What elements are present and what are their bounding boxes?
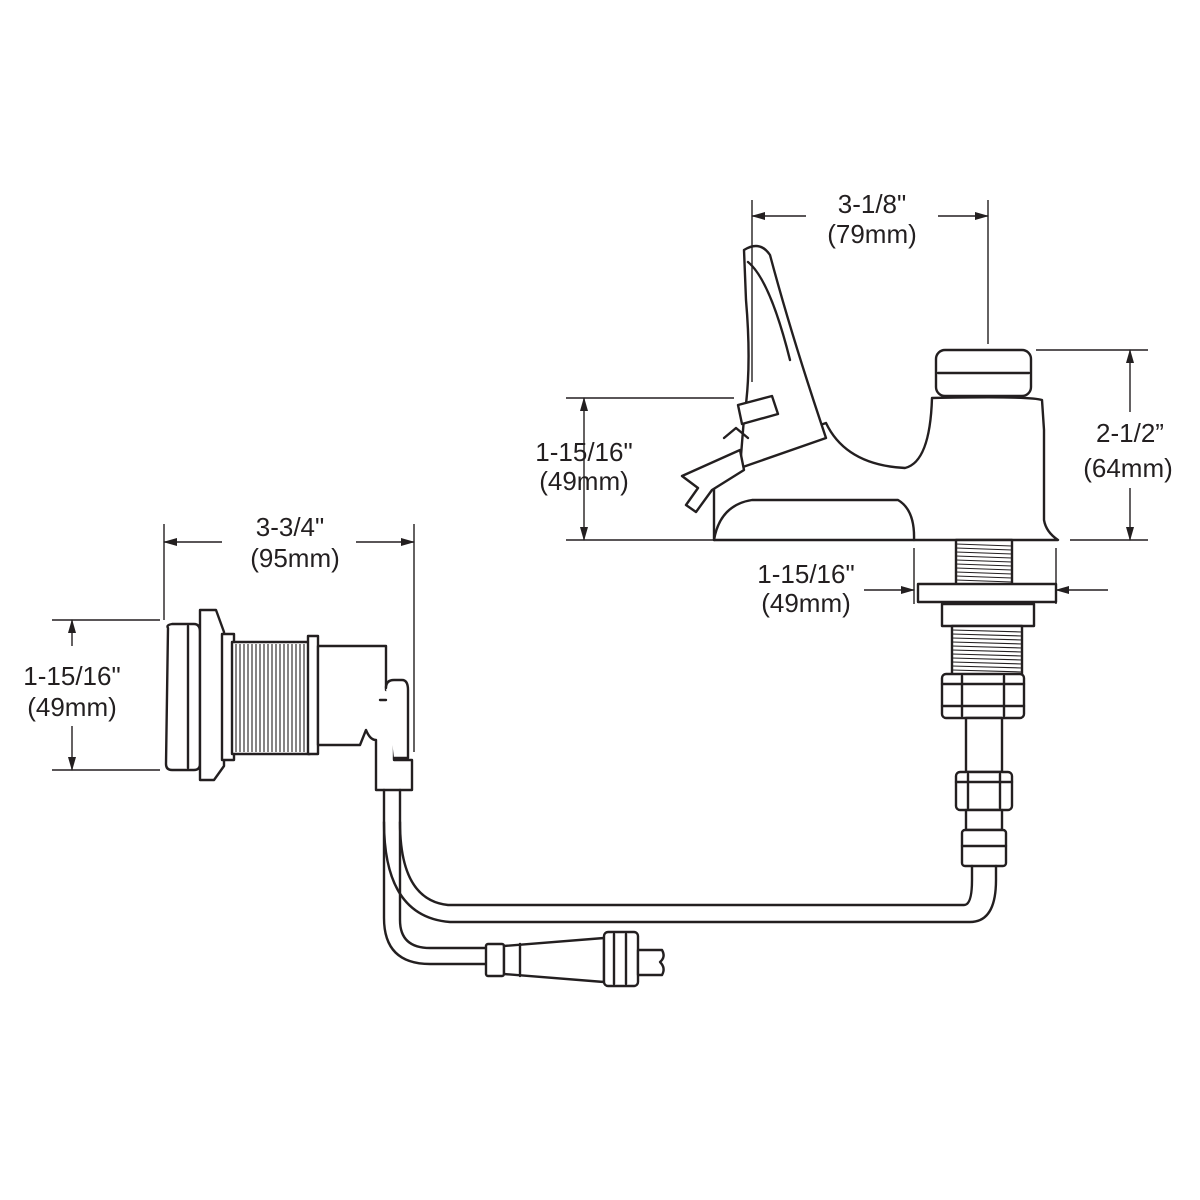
spout-width-metric: (79mm) bbox=[827, 219, 917, 249]
spout-height-imperial: 1-15/16" bbox=[535, 437, 632, 467]
button-length-metric: (95mm) bbox=[250, 543, 340, 573]
body-height-imperial: 2-1/2” bbox=[1096, 418, 1164, 448]
electrical-connector bbox=[484, 930, 665, 988]
dimension-spout-width bbox=[751, 200, 989, 382]
base-diameter-metric: (49mm) bbox=[761, 588, 851, 618]
spout-nozzle bbox=[680, 394, 780, 514]
body-height-metric: (64mm) bbox=[1083, 453, 1173, 483]
button-length-imperial: 3-3/4" bbox=[256, 512, 325, 542]
button-height-imperial: 1-15/16" bbox=[23, 661, 120, 691]
shank-assembly bbox=[916, 538, 1058, 868]
base-diameter-imperial: 1-15/16" bbox=[757, 559, 854, 589]
button-height-metric: (49mm) bbox=[27, 692, 117, 722]
dimension-base-diameter bbox=[864, 548, 1108, 604]
dimension-body-height bbox=[1036, 349, 1148, 541]
spout-width-imperial: 3-1/8" bbox=[838, 189, 907, 219]
push-button bbox=[164, 608, 320, 782]
dimension-button-length bbox=[163, 524, 415, 752]
dimension-spout-height bbox=[566, 397, 914, 541]
spout-height-metric: (49mm) bbox=[539, 466, 629, 496]
dimension-button-height bbox=[52, 619, 160, 771]
tubing bbox=[382, 788, 998, 966]
valve-elbow bbox=[316, 644, 414, 792]
spout-arm bbox=[738, 244, 828, 470]
